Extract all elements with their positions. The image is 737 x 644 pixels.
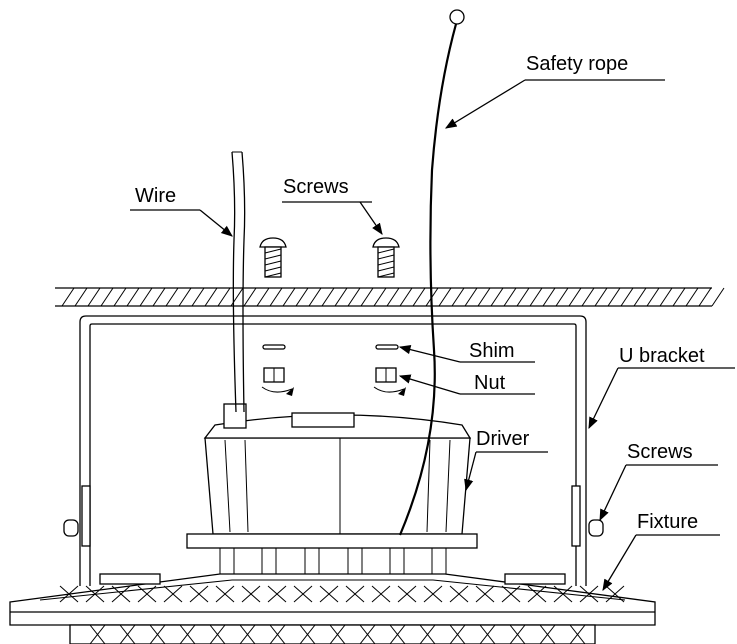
label-wire: Wire — [135, 185, 176, 207]
screw-right — [372, 237, 400, 278]
safety-rope-shape — [398, 9, 465, 536]
label-shim: Shim — [469, 340, 515, 362]
ceiling-hatch — [55, 287, 725, 307]
label-group: Safety rope Screws Wire Shim U bracket N… — [135, 53, 705, 533]
leaders — [130, 79, 735, 592]
label-fixture: Fixture — [637, 511, 698, 533]
fixture-dish — [9, 573, 656, 644]
label-driver: Driver — [476, 428, 530, 450]
wire-shape — [231, 151, 246, 413]
screw-left — [259, 237, 287, 278]
label-nut: Nut — [474, 372, 506, 394]
ceiling-screws — [259, 237, 400, 278]
label-screws-side: Screws — [627, 441, 693, 463]
shims-and-nuts — [261, 344, 406, 396]
label-u-bracket: U bracket — [619, 345, 705, 367]
label-screws-top: Screws — [283, 176, 349, 198]
heatsink-fins — [219, 547, 447, 577]
driver-shape — [186, 403, 478, 549]
u-bracket-shape — [63, 315, 604, 586]
label-safety-rope: Safety rope — [526, 53, 628, 75]
